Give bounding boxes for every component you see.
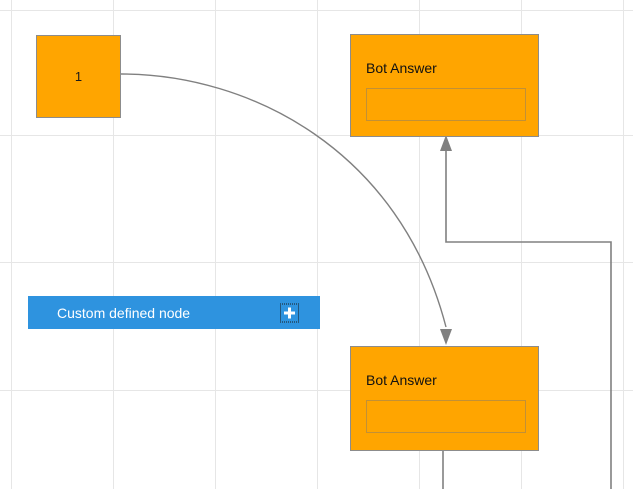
node-custom-defined[interactable]: Custom defined node <box>28 296 320 329</box>
node-custom-defined-label: Custom defined node <box>57 304 191 321</box>
node-bot-answer-bottom-title: Bot Answer <box>366 372 437 388</box>
node-bot-answer-bottom[interactable]: Bot Answer <box>350 346 539 451</box>
plus-icon-vertical-bar <box>288 307 291 318</box>
node-bot-answer-top-slot[interactable] <box>366 88 526 121</box>
plus-icon[interactable] <box>280 303 299 322</box>
node-bot-answer-top[interactable]: Bot Answer <box>350 34 539 137</box>
node-bot-answer-top-title: Bot Answer <box>366 60 437 76</box>
node-square-1-label: 1 <box>74 69 83 84</box>
node-bot-answer-bottom-slot[interactable] <box>366 400 526 433</box>
node-square-1[interactable]: 1 <box>36 35 121 118</box>
